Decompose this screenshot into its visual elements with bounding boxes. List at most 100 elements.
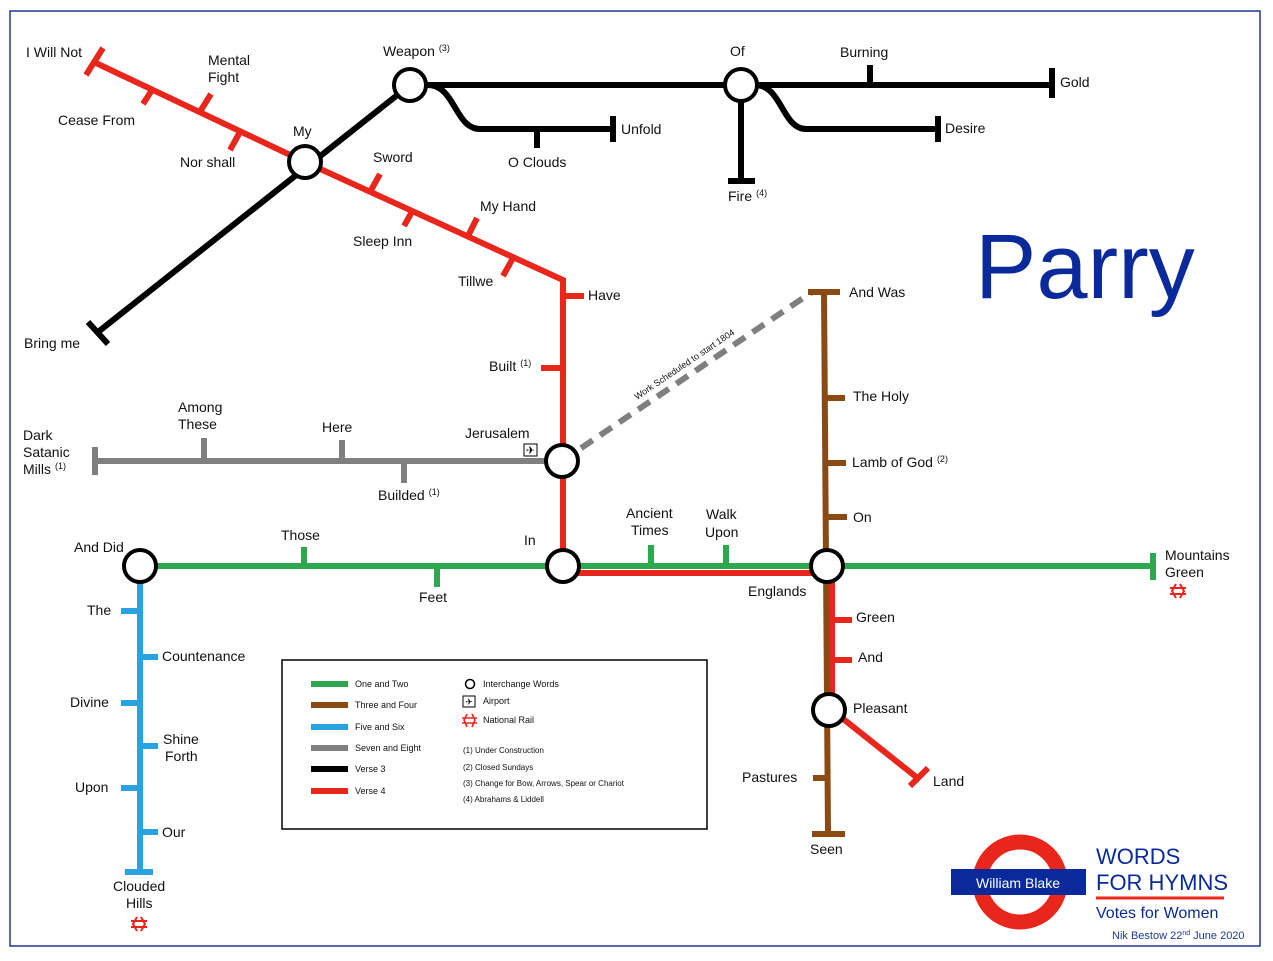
- legend-national-rail: National Rail: [483, 715, 534, 725]
- station-sleep-inn[interactable]: Sleep Inn: [353, 233, 412, 249]
- station-of[interactable]: Of: [730, 43, 745, 59]
- station-green[interactable]: Green: [856, 609, 895, 625]
- station-on[interactable]: On: [853, 509, 872, 525]
- station-forth[interactable]: Forth: [165, 748, 198, 764]
- station-satanic[interactable]: Satanic: [23, 444, 70, 460]
- note-3: (3) Change for Bow, Arrows, Spear or Cha…: [463, 779, 625, 788]
- station-feet[interactable]: Feet: [419, 589, 447, 605]
- words-for-hymns: WORDS FOR HYMNS Votes for Women: [1096, 844, 1228, 922]
- legend-seven-and-eight: Seven and Eight: [355, 743, 422, 753]
- station-these[interactable]: These: [178, 416, 217, 432]
- station-tillwe[interactable]: Tillwe: [458, 273, 493, 289]
- station-here[interactable]: Here: [322, 419, 353, 435]
- station-unfold[interactable]: Unfold: [621, 121, 661, 137]
- station-those[interactable]: Those: [281, 527, 320, 543]
- station-englands[interactable]: Englands: [748, 583, 806, 599]
- verse-4-line-lower: [560, 566, 931, 789]
- station-mountains-green[interactable]: Green: [1165, 564, 1204, 580]
- legend-three-and-four: Three and Four: [355, 700, 417, 710]
- note-4: (4) Abrahams & Liddell: [463, 795, 544, 804]
- station-among[interactable]: Among: [178, 399, 222, 415]
- station-the-holy[interactable]: The Holy: [853, 388, 909, 404]
- station-fire[interactable]: Fire(4): [728, 188, 767, 204]
- station-mills[interactable]: Mills(1): [23, 461, 66, 477]
- verse-4-line-upper: [83, 46, 584, 563]
- station-have[interactable]: Have: [588, 287, 621, 303]
- credit: Nik Bestow 22nd June 2020: [1112, 930, 1245, 942]
- station-burning[interactable]: Burning: [840, 44, 888, 60]
- votes-for-women: Votes for Women: [1096, 905, 1218, 922]
- interchange-weapon[interactable]: [392, 67, 428, 103]
- station-bring-me[interactable]: Bring me: [24, 335, 80, 351]
- station-nor-shall[interactable]: Nor shall: [180, 154, 235, 170]
- words-line-2: FOR HYMNS: [1096, 870, 1228, 895]
- three-and-four-overlay: [825, 565, 830, 711]
- station-countenance[interactable]: Countenance: [162, 648, 246, 664]
- station-dark[interactable]: Dark: [23, 427, 54, 443]
- national-rail-icon: [131, 916, 147, 932]
- legend: One and Two Three and Four Five and Six …: [281, 659, 708, 830]
- station-walk[interactable]: Walk: [706, 506, 738, 522]
- station-pleasant[interactable]: Pleasant: [853, 700, 908, 716]
- station-my[interactable]: My: [293, 123, 312, 139]
- station-mental[interactable]: Mental: [208, 52, 250, 68]
- interchange-jerusalem[interactable]: [544, 443, 580, 479]
- legend-lines: One and Two Three and Four Five and Six …: [311, 679, 422, 796]
- station-o-clouds[interactable]: O Clouds: [508, 154, 566, 170]
- legend-five-and-six: Five and Six: [355, 722, 405, 732]
- station-sword[interactable]: Sword: [373, 149, 413, 165]
- station-times[interactable]: Times: [631, 522, 669, 538]
- station-our[interactable]: Our: [162, 824, 186, 840]
- station-lamb-of-god[interactable]: Lamb of God(2): [852, 454, 948, 470]
- verse-3-line: [85, 65, 1055, 347]
- interchange-of[interactable]: [723, 67, 759, 103]
- station-pastures[interactable]: Pastures: [742, 769, 797, 785]
- station-desire[interactable]: Desire: [945, 120, 986, 136]
- station-and-did[interactable]: And Did: [74, 539, 124, 555]
- station-shine[interactable]: Shine: [163, 731, 199, 747]
- legend-notes: (1) Under Construction (2) Closed Sunday…: [463, 746, 625, 804]
- station-cease-from[interactable]: Cease From: [58, 112, 135, 128]
- interchange-englands[interactable]: [809, 548, 845, 584]
- interchange-icon: [464, 678, 476, 690]
- station-hills[interactable]: Hills: [126, 895, 152, 911]
- legend-verse-4: Verse 4: [355, 786, 386, 796]
- interchange-my[interactable]: [287, 144, 323, 180]
- seven-and-eight-line: [92, 289, 814, 483]
- station-builded[interactable]: Builded(1): [378, 487, 440, 503]
- station-ancient[interactable]: Ancient: [626, 505, 673, 521]
- station-labels: I Will Not Cease From Mental Fight Nor s…: [23, 43, 1230, 911]
- station-mountains[interactable]: Mountains: [1165, 547, 1230, 563]
- station-and-was[interactable]: And Was: [849, 284, 905, 300]
- station-gold[interactable]: Gold: [1060, 74, 1090, 90]
- station-seen[interactable]: Seen: [810, 841, 843, 857]
- map-title: Parry: [975, 216, 1195, 318]
- station-the[interactable]: The: [87, 602, 111, 618]
- five-and-six-line: [121, 566, 158, 875]
- station-divine[interactable]: Divine: [70, 694, 109, 710]
- station-clouded[interactable]: Clouded: [113, 878, 165, 894]
- station-built[interactable]: Built(1): [489, 358, 531, 374]
- station-jerusalem[interactable]: Jerusalem: [465, 425, 530, 441]
- station-i-will-not[interactable]: I Will Not: [26, 44, 82, 60]
- station-in[interactable]: In: [524, 532, 536, 548]
- station-upon-top[interactable]: Upon: [705, 524, 738, 540]
- legend-interchange: Interchange Words: [483, 679, 559, 689]
- interchange-and-did[interactable]: [122, 548, 158, 584]
- station-land[interactable]: Land: [933, 773, 964, 789]
- station-upon[interactable]: Upon: [75, 779, 108, 795]
- svg-text:✈: ✈: [465, 697, 473, 707]
- interchange-in[interactable]: [545, 548, 581, 584]
- legend-one-and-two: One and Two: [355, 679, 408, 689]
- interchange-pleasant[interactable]: [811, 692, 847, 728]
- national-rail-icon: [462, 713, 477, 728]
- roundel-bar-label: William Blake: [976, 875, 1060, 891]
- interchanges: [122, 67, 847, 728]
- station-fight[interactable]: Fight: [208, 69, 239, 85]
- station-weapon[interactable]: Weapon(3): [383, 43, 450, 59]
- station-and[interactable]: And: [858, 649, 883, 665]
- legend-verse-3: Verse 3: [355, 764, 386, 774]
- roundel-logo: William Blake: [951, 834, 1086, 930]
- station-my-hand[interactable]: My Hand: [480, 198, 536, 214]
